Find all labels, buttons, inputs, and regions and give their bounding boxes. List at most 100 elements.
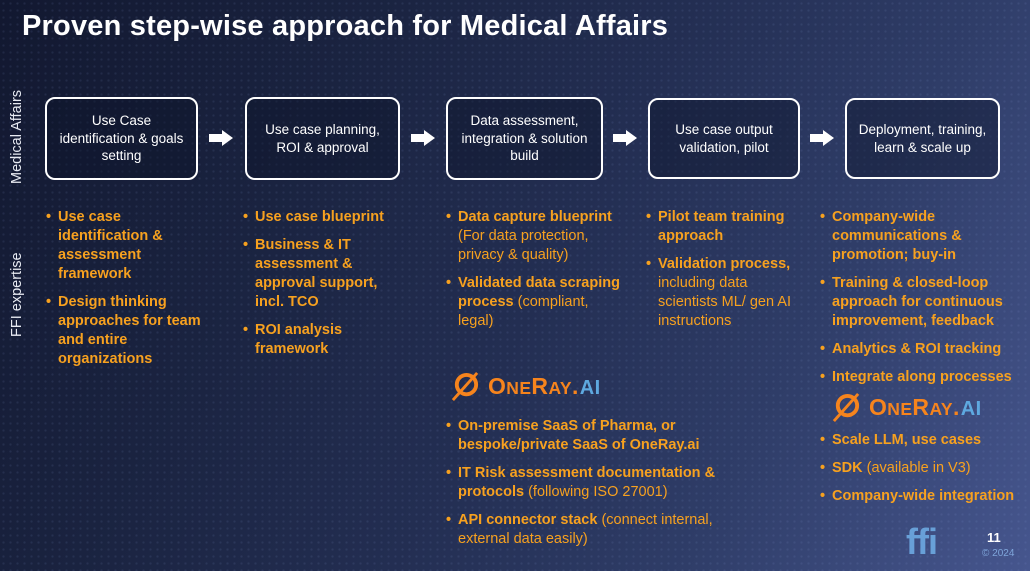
bullet-marker: •: [646, 209, 652, 225]
bullet-marker: •: [243, 209, 249, 225]
bullet-text: Design thinking approaches for team and …: [58, 294, 201, 367]
bullet-marker: •: [446, 512, 452, 528]
bullet-text: On-premise SaaS of Pharma, or bespoke/pr…: [458, 418, 700, 453]
expertise-column-5: • Company-wide communications & promotion…: [820, 208, 1030, 396]
bullet-item: • Training & closed-loop approach for con…: [820, 274, 1030, 331]
bullet-marker: •: [243, 237, 249, 253]
oneray-column-right: • Scale LLM, use cases • SDK (available in …: [820, 431, 1030, 515]
bullet-item: • SDK (available in V3): [820, 459, 1030, 478]
bullet-marker: •: [820, 341, 826, 357]
wordmark-text: AI: [960, 398, 982, 420]
bullet-text: Use case identification & assessment fra…: [58, 209, 163, 282]
bullet-item: • IT Risk assessment documentation & prot…: [446, 464, 776, 502]
bullet-marker: •: [820, 432, 826, 448]
wordmark-text: NE: [887, 399, 913, 419]
oneray-wordmark: ONERAY.AI: [869, 394, 982, 421]
bullet-item: • On-premise SaaS of Pharma, or bespoke/p…: [446, 417, 776, 455]
step-box-2: Use case planning, ROI & approval: [245, 97, 400, 180]
wordmark-text: O: [488, 373, 507, 399]
step-box-5: Deployment, training, learn & scale up: [845, 98, 1000, 179]
bullet-text: Business & IT assessment & approval supp…: [255, 237, 378, 310]
bullet-text: IT Risk assessment documentation & proto…: [458, 465, 716, 500]
bullet-item: •Validated data scraping process (compli…: [446, 274, 656, 331]
bullet-item: • Business & IT assessment & approval sup…: [243, 236, 433, 312]
bullet-text: SDK (available in V3): [832, 460, 971, 476]
bullet-marker: •: [446, 418, 452, 434]
row-label-ffi-expertise: FFI expertise: [9, 252, 25, 338]
expertise-column-4: • Pilot team training approach • Validation…: [646, 208, 826, 340]
copyright-text: © 2024: [982, 548, 1015, 559]
wordmark-text: AI: [579, 377, 601, 399]
bullet-text: Validation process, including data scien…: [658, 256, 791, 329]
arrow-right-icon: [411, 130, 435, 146]
bullet-text: Pilot team training approach: [658, 209, 785, 244]
bullet-text: Integrate along processes: [832, 369, 1012, 385]
bullet-item: • API connector stack (connect internal, …: [446, 511, 776, 549]
bullet-marker: •: [446, 209, 452, 225]
bullet-text: Analytics & ROI tracking: [832, 341, 1002, 357]
bullet-marker: •: [46, 209, 52, 225]
bullet-marker: •: [446, 275, 452, 291]
bullet-marker: •: [820, 275, 826, 291]
bullet-marker: •: [820, 488, 826, 504]
oneray-logo-right: ONERAY.AI: [831, 392, 982, 423]
step-box-1-label: Use Case identification & goals setting: [59, 113, 184, 164]
page-title: Proven step-wise approach for Medical Af…: [22, 10, 669, 42]
oneray-column-mid: • On-premise SaaS of Pharma, or bespoke/p…: [446, 417, 776, 558]
bullet-marker: •: [446, 465, 452, 481]
ffi-logo: ffi: [906, 521, 938, 562]
bullet-item: • Use case identification & assessment fr…: [46, 208, 246, 284]
step-box-4-label: Use case output validation, pilot: [675, 121, 773, 155]
expertise-column-1: • Use case identification & assessment fr…: [46, 208, 246, 378]
expertise-column-2: • Use case blueprint • Business & IT assess…: [243, 208, 433, 368]
bullet-marker: •: [46, 294, 52, 310]
step-box-3: Data assessment, integration & solution …: [446, 97, 603, 180]
bullet-item: • Design thinking approaches for team and…: [46, 293, 246, 369]
oneray-logo-icon: [832, 392, 860, 423]
bullet-item: • Validation process, including data scie…: [646, 255, 826, 331]
oneray-logo-icon: [451, 371, 479, 402]
wordmark-text: R: [531, 373, 549, 399]
oneray-wordmark: ONERAY.AI: [488, 373, 601, 400]
bullet-item: • Company-wide communications & promotion…: [820, 208, 1030, 265]
arrow-right-icon: [810, 130, 834, 146]
row-label-medical-affairs: Medical Affairs: [9, 89, 25, 185]
bullet-text: Company-wide integration: [832, 488, 1015, 504]
bullet-text: Data capture blueprint (For data protect…: [458, 209, 612, 263]
bullet-item: • Company-wide integration: [820, 487, 1030, 506]
wordmark-text: AY: [929, 399, 953, 419]
wordmark-text: .: [571, 373, 579, 399]
wordmark-text: NE: [506, 378, 532, 398]
bullet-item: • Analytics & ROI tracking: [820, 340, 1030, 359]
bullet-marker: •: [820, 460, 826, 476]
wordmark-text: AY: [548, 378, 572, 398]
arrow-right-icon: [209, 130, 233, 146]
bullet-item: • ROI analysis framework: [243, 321, 433, 359]
bullet-marker: •: [646, 256, 652, 272]
bullet-text: Training & closed-loop approach for cont…: [832, 275, 1003, 329]
expertise-column-3: • Data capture blueprint (For data protec…: [446, 208, 656, 340]
bullet-text: Use case blueprint: [255, 209, 384, 225]
bullet-text: Scale LLM, use cases: [832, 432, 982, 448]
arrow-right-icon: [613, 130, 637, 146]
wordmark-text: R: [912, 394, 930, 420]
bullet-item: • Pilot team training approach: [646, 208, 826, 246]
bullet-text: API connector stack (connect internal, e…: [458, 512, 713, 547]
bullet-item: • Integrate along processes: [820, 368, 1030, 387]
bullet-item: • Scale LLM, use cases: [820, 431, 1030, 450]
wordmark-text: .: [952, 394, 960, 420]
bullet-item: • Data capture blueprint (For data protec…: [446, 208, 656, 265]
bullet-marker: •: [820, 209, 826, 225]
bullet-text: ROI analysis framework: [255, 322, 343, 357]
oneray-logo-mid: ONERAY.AI: [450, 371, 601, 402]
step-box-2-label: Use case planning, ROI & approval: [265, 121, 380, 155]
step-box-3-label: Data assessment, integration & solution …: [461, 113, 588, 164]
step-box-4: Use case output validation, pilot: [648, 98, 800, 179]
step-box-5-label: Deployment, training, learn & scale up: [858, 121, 987, 155]
bullet-text: Company-wide communications & promotion;…: [832, 209, 962, 263]
wordmark-text: O: [869, 394, 888, 420]
bullet-marker: •: [243, 322, 249, 338]
bullet-marker: •: [820, 369, 826, 385]
bullet-item: • Use case blueprint: [243, 208, 433, 227]
